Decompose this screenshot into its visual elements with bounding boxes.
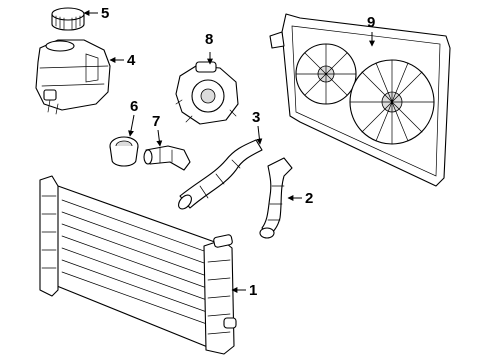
callout-1: 1 xyxy=(231,282,257,299)
callout-5: 5 xyxy=(83,5,109,22)
part-5-reservoir-cap xyxy=(51,7,85,31)
callout-label-6: 6 xyxy=(130,98,138,115)
callout-label-5: 5 xyxy=(101,5,109,22)
callout-label-1: 1 xyxy=(249,282,257,299)
callout-8: 8 xyxy=(205,31,213,65)
callout-label-3: 3 xyxy=(252,109,260,126)
callout-label-7: 7 xyxy=(152,113,160,130)
part-7-bypass-hose xyxy=(143,145,191,171)
callout-7: 7 xyxy=(152,113,163,147)
part-1-radiator xyxy=(39,175,237,355)
callout-9: 9 xyxy=(367,14,375,47)
callout-label-9: 9 xyxy=(367,14,375,31)
part-3-upper-radiator-hose xyxy=(178,139,263,210)
part-4-coolant-reservoir xyxy=(35,39,111,115)
part-8-water-pump xyxy=(175,61,239,125)
part-6-thermostat xyxy=(109,136,139,167)
callout-label-2: 2 xyxy=(305,190,313,207)
callout-6: 6 xyxy=(128,98,138,137)
callout-2: 2 xyxy=(287,190,313,207)
part-9-fan-shroud-assembly xyxy=(269,13,451,187)
callout-label-4: 4 xyxy=(127,52,136,69)
callout-4: 4 xyxy=(109,52,136,69)
callout-label-8: 8 xyxy=(205,31,213,48)
part-2-lower-radiator-hose xyxy=(259,157,293,239)
callout-3: 3 xyxy=(252,109,263,145)
